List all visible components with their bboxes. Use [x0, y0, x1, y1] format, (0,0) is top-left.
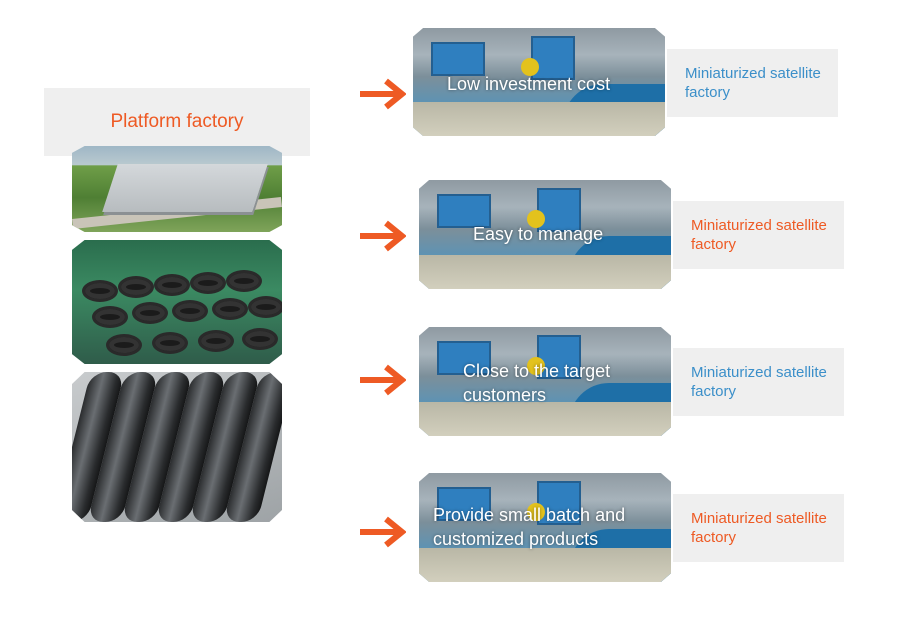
satellite-factory-label: Miniaturized satellite factory — [673, 494, 844, 562]
satellite-factory-label: Miniaturized satellite factory — [673, 201, 844, 269]
tire-closeup-photo — [72, 372, 282, 522]
satellite-factory-photo: Provide small batch and customized produ… — [419, 473, 671, 582]
arrow-right-icon — [360, 78, 406, 110]
benefit-caption: Low investment cost — [447, 74, 611, 94]
platform-factory-text: Platform factory — [110, 111, 244, 132]
benefit-caption: Easy to manage — [473, 224, 604, 244]
tire-warehouse-photo — [72, 240, 282, 364]
satellite-factory-photo: Close to the target customers — [419, 327, 671, 436]
arrow-right-icon — [360, 364, 406, 396]
factory-aerial-photo — [72, 146, 282, 232]
satellite-factory-text: Miniaturized satellite factory — [691, 364, 827, 400]
satellite-factory-text: Miniaturized satellite factory — [685, 65, 821, 101]
arrow-right-icon — [360, 220, 406, 252]
arrow-right-icon — [360, 516, 406, 548]
satellite-factory-label: Miniaturized satellite factory — [673, 348, 844, 416]
satellite-factory-label: Miniaturized satellite factory — [667, 49, 838, 117]
satellite-factory-text: Miniaturized satellite factory — [691, 510, 827, 546]
benefit-caption: Close to the target customers — [463, 361, 611, 405]
platform-factory-label: Platform factory — [44, 88, 310, 156]
satellite-factory-text: Miniaturized satellite factory — [691, 217, 827, 253]
satellite-factory-photo: Easy to manage — [419, 180, 671, 289]
benefit-caption: Provide small batch and customized produ… — [433, 505, 626, 549]
satellite-factory-photo: Low investment cost — [413, 28, 665, 136]
